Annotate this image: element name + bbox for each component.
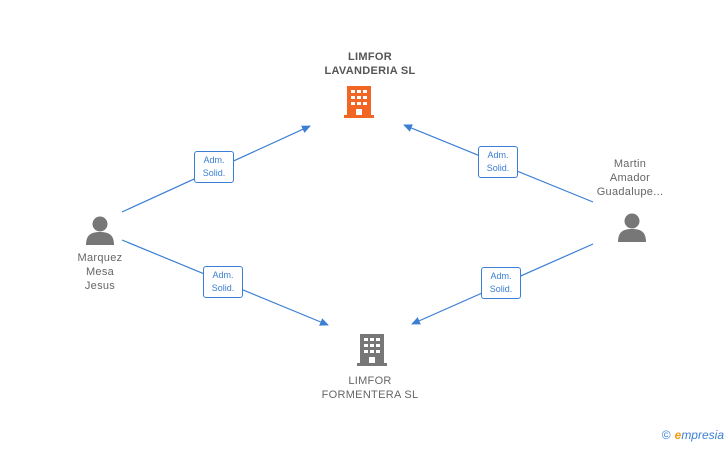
role-badge-line: Solid. xyxy=(489,284,513,294)
person-name-line: Jesus xyxy=(84,280,116,292)
person-name-line: Marquez xyxy=(77,252,123,264)
company-name-line: LIMFOR xyxy=(348,51,392,63)
role-badge[interactable]: Adm. Solid. xyxy=(478,146,518,178)
company-name-line: LAVANDERIA SL xyxy=(324,65,416,77)
building-icon[interactable] xyxy=(357,334,387,366)
role-badge-line: Solid. xyxy=(211,283,235,293)
company-label-lavanderia[interactable]: LIMFOR LAVANDERIA SL xyxy=(300,50,440,78)
role-badge-line: Adm. xyxy=(487,150,509,160)
role-badge-line: Solid. xyxy=(202,168,226,178)
person-icon[interactable] xyxy=(618,213,646,243)
role-badge[interactable]: Adm. Solid. xyxy=(194,151,234,183)
role-badge[interactable]: Adm. Solid. xyxy=(203,266,243,298)
role-badge-line: Adm. xyxy=(490,271,512,281)
person-name-line: Guadalupe... xyxy=(596,186,664,198)
role-badge-line: Adm. xyxy=(212,270,234,280)
role-badge[interactable]: Adm. Solid. xyxy=(481,267,521,299)
role-badge-line: Adm. xyxy=(203,155,225,165)
company-label-formentera[interactable]: LIMFOR FORMENTERA SL xyxy=(300,374,440,402)
role-badge-line: Solid. xyxy=(486,163,510,173)
person-name-line: Mesa xyxy=(85,266,115,278)
person-name-line: Martin xyxy=(613,158,647,170)
person-icon[interactable] xyxy=(86,216,114,246)
empresia-watermark: ©empresia xyxy=(662,428,724,442)
building-icon[interactable] xyxy=(344,86,374,118)
copyright-symbol: © xyxy=(661,428,671,442)
brand-initial: e xyxy=(674,428,682,442)
company-name-line: FORMENTERA SL xyxy=(321,389,419,401)
brand-name: mpresia xyxy=(681,428,724,442)
company-name-line: LIMFOR xyxy=(348,375,392,387)
person-name-line: Amador xyxy=(609,172,651,184)
person-label-marquez[interactable]: Marquez Mesa Jesus xyxy=(58,251,142,293)
person-label-martin[interactable]: Martin Amador Guadalupe... xyxy=(582,157,678,199)
